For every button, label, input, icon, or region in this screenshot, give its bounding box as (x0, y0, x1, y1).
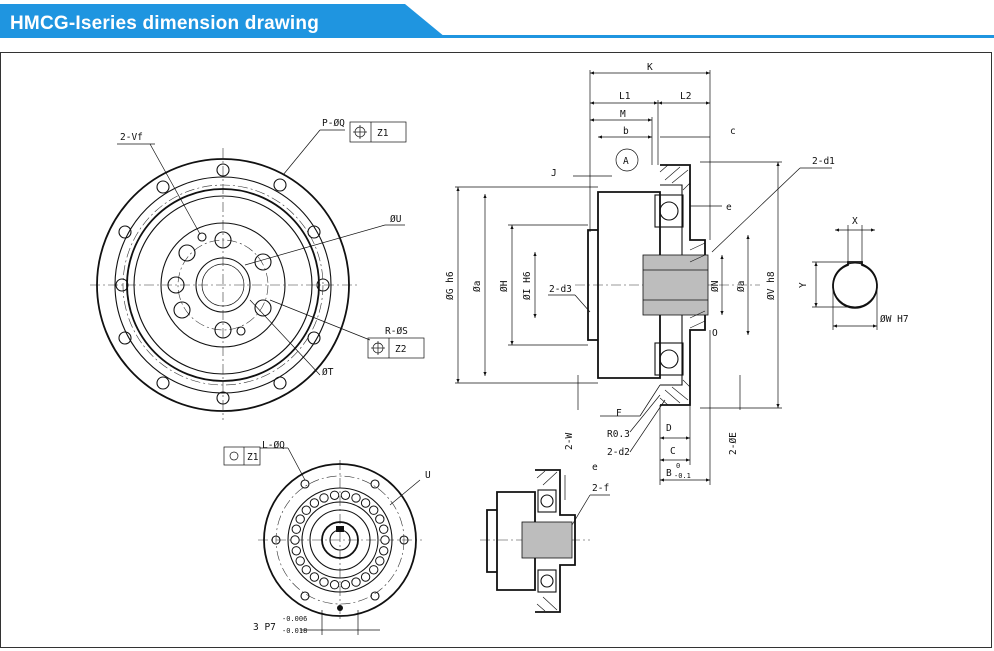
roller (379, 524, 389, 534)
label-W: 2-W (564, 433, 575, 450)
roller (301, 565, 311, 575)
label-E: 2-ØE (728, 432, 739, 455)
roller (309, 572, 320, 582)
label-W-bore: ØW H7 (880, 314, 909, 325)
roller (319, 493, 329, 503)
label-K: K (647, 62, 653, 73)
roller (291, 524, 301, 534)
page-title: HMCG-Iseries dimension drawing (10, 13, 319, 34)
roller (369, 505, 379, 515)
front-view: 2-Vf P-ØQ Z1 ØU R-ØS Z2 ØT (90, 118, 425, 420)
label-V: ØV h8 (766, 271, 777, 300)
label-Ub: U (425, 470, 431, 481)
roller-ring (290, 490, 390, 590)
roller (291, 546, 301, 556)
label-Z1b: Z1 (247, 452, 259, 463)
label-F: F (616, 408, 622, 419)
label-PQ: P-ØQ (322, 118, 345, 129)
label-B-sup: 0 (676, 462, 680, 470)
roller (340, 580, 351, 590)
label-L1: L1 (619, 91, 631, 102)
label-B-sub: -0.1 (674, 472, 691, 480)
roller (375, 514, 385, 524)
label-A: A (623, 156, 629, 167)
label-RS: R-ØS (385, 326, 408, 337)
roller (351, 577, 361, 587)
label-L2: L2 (680, 91, 691, 102)
bottom-front-view: L-ØQ Z1 U 3 P7 -0.006 -0.018 (223, 440, 431, 635)
label-a2: Øa (736, 281, 747, 292)
label-P7-sup: -0.006 (282, 615, 307, 623)
label-R03: R0.3 (607, 429, 630, 440)
roller (319, 577, 329, 587)
label-P7: 3 P7 (253, 622, 276, 633)
roller (369, 565, 379, 575)
label-J: J (551, 168, 557, 179)
label-H: ØH (499, 280, 510, 292)
label-X: X (852, 216, 858, 227)
header-band: HMCG-Iseries dimension drawing (0, 0, 994, 40)
roller (380, 535, 390, 545)
label-a: Øa (472, 281, 483, 292)
label-d2: 2-d2 (607, 447, 630, 458)
section-view: K L1 L2 M b c A 2-d1 J e O ØG h6 Øa ØH Ø… (445, 62, 835, 485)
drawing-frame (0, 52, 992, 648)
roller (340, 490, 351, 500)
label-B: B (666, 468, 672, 479)
roller (379, 546, 389, 556)
roller (351, 493, 361, 503)
label-Z2: Z2 (395, 344, 406, 355)
label-D: D (666, 423, 672, 434)
label-G: ØG h6 (445, 271, 456, 300)
roller (375, 556, 385, 566)
label-I: ØI H6 (522, 271, 533, 300)
roller (301, 505, 311, 515)
label-M: M (620, 109, 626, 120)
roller (360, 572, 371, 582)
label-b: b (623, 126, 629, 137)
label-U: ØU (390, 214, 402, 225)
label-e: e (726, 202, 732, 213)
label-Y: Y (798, 282, 809, 288)
roller (290, 535, 300, 545)
roller (329, 490, 340, 500)
bottom-section-view: e 2-f (480, 462, 610, 613)
label-Vf: 2-Vf (120, 132, 143, 143)
label-d3: 2-d3 (549, 284, 572, 295)
label-d1: 2-d1 (812, 156, 835, 167)
roller (309, 498, 320, 508)
label-N: ØN (710, 280, 721, 292)
header-accent-line (0, 35, 994, 38)
label-Z1: Z1 (377, 128, 389, 139)
roller (329, 580, 340, 590)
roller (360, 498, 371, 508)
label-LQ: L-ØQ (262, 440, 285, 451)
roller (295, 556, 305, 566)
label-C: C (670, 446, 676, 457)
roller (295, 514, 305, 524)
keyway-detail: X Y ØW H7 (798, 216, 909, 330)
label-P7-sub: -0.018 (282, 627, 307, 635)
label-T: ØT (322, 367, 334, 378)
label-e-bottom: e (592, 462, 598, 473)
label-c: c (730, 126, 736, 137)
label-f: 2-f (592, 483, 609, 494)
label-O: O (712, 328, 718, 339)
title-tab: HMCG-Iseries dimension drawing (0, 4, 445, 37)
